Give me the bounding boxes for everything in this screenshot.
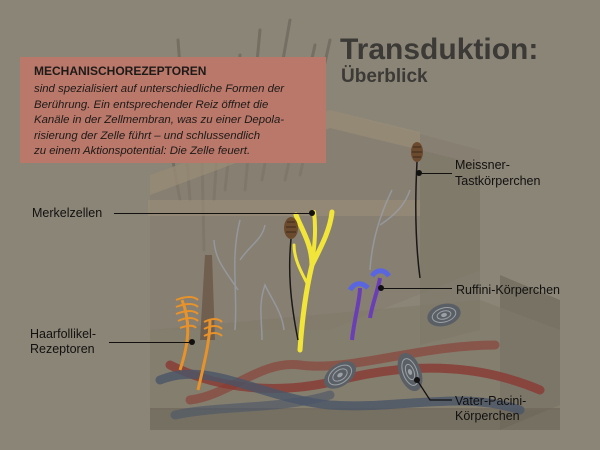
pacini-corpuscle-icon — [323, 303, 461, 392]
info-box-line: zu einem Aktionspotential: Die Zelle feu… — [34, 145, 251, 158]
leader-line-ruffini — [382, 288, 452, 290]
info-box: MECHANISCHOREZEPTOREN sind spezialisiert… — [20, 57, 326, 163]
leader-dot-meissner — [416, 170, 422, 176]
label-meissner-line2: Tastkörperchen — [455, 174, 541, 188]
label-haarfollikel-line1: Haarfollikel- — [30, 327, 96, 341]
label-meissner-line1: Meissner- — [455, 158, 510, 172]
info-box-heading: MECHANISCHOREZEPTOREN — [34, 64, 207, 78]
info-box-line: Berührung. Ein entsprechender Reiz öffne… — [34, 98, 269, 111]
label-pacini-line2: Körperchen — [455, 409, 520, 423]
info-box-line: risierung der Zelle führt – und schlusse… — [34, 129, 261, 142]
info-box-line: sind spezialisiert auf unterschiedliche … — [34, 83, 285, 95]
info-box-body: sind spezialisiert auf unterschiedliche … — [34, 82, 316, 160]
info-box-line: Kanäle in der Zellmembran, was zu einer … — [34, 114, 285, 127]
leader-dot-haarfollikel — [189, 339, 195, 345]
label-pacini-line1: Vater-Pacini- — [455, 394, 527, 408]
blood-vessels-icon — [155, 340, 545, 420]
leader-line-merkel — [114, 213, 311, 215]
label-merkel: Merkelzellen — [32, 206, 103, 220]
skin-block-icon — [148, 110, 560, 430]
label-haarfollikel-line2: Rezeptoren — [30, 342, 95, 356]
leader-dot-ruffini — [378, 285, 384, 291]
label-ruffini: Ruffini-Körperchen — [456, 283, 560, 297]
leader-dot-pacini — [414, 377, 420, 383]
leader-dot-merkel — [309, 210, 315, 216]
leader-line-meissner — [420, 173, 452, 175]
ruffini-ending-icon — [347, 268, 392, 341]
merkel-cell-icon — [292, 209, 335, 353]
page-title: Transduktion: — [340, 33, 539, 66]
hair-follicle-receptor-icon — [175, 255, 223, 391]
leader-line-haarfollikel — [109, 342, 191, 344]
page-subtitle: Überblick — [341, 66, 428, 87]
nerve-branches — [213, 189, 411, 341]
